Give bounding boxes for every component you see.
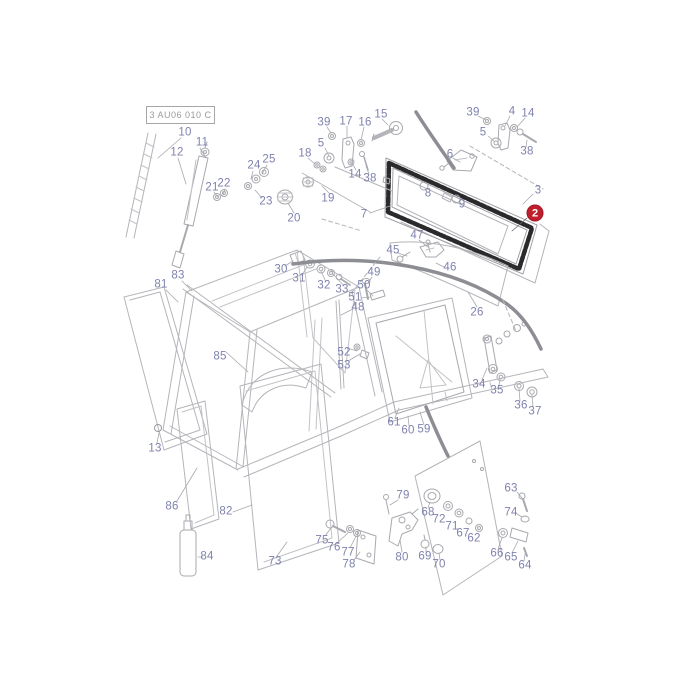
reference-code-box: 3 AU06 010 C (146, 106, 215, 124)
part-label-38: 38 (520, 145, 534, 158)
part-label-35: 35 (490, 384, 504, 397)
left-hinge-cluster (276, 121, 403, 205)
part-label-61: 61 (387, 416, 401, 429)
part-label-51: 51 (348, 291, 362, 304)
part-label-5: 5 (317, 137, 325, 150)
part-label-21: 21 (205, 181, 219, 194)
part-label-24: 24 (247, 159, 261, 172)
part-label-76: 76 (327, 541, 341, 554)
part-label-18: 18 (298, 147, 312, 160)
part-label-59: 59 (417, 423, 431, 436)
part-label-85: 85 (213, 350, 227, 363)
leader-lines (156, 115, 534, 562)
part-label-23: 23 (259, 195, 273, 208)
part-label-38: 38 (363, 172, 377, 185)
gas-strut-assembly (171, 141, 269, 269)
part-label-75: 75 (315, 534, 329, 547)
window-channel-strip (125, 132, 157, 239)
part-label-72: 72 (432, 513, 446, 526)
part-label-8: 8 (424, 187, 432, 200)
part-label-17: 17 (339, 115, 353, 128)
part-label-64: 64 (518, 559, 532, 572)
part-label-70: 70 (432, 558, 446, 571)
part-label-79: 79 (396, 489, 410, 502)
part-label-7: 7 (360, 208, 368, 221)
part-label-71: 71 (445, 520, 459, 533)
part-label-82: 82 (219, 505, 233, 518)
part-label-68: 68 (421, 506, 435, 519)
cab-frame (162, 249, 549, 478)
bottom-panel (414, 440, 530, 596)
part-label-26: 26 (470, 306, 484, 319)
part-label-66: 66 (490, 547, 504, 560)
part-label-30: 30 (274, 263, 288, 276)
part-label-32: 32 (317, 279, 331, 292)
part-label-37: 37 (528, 405, 542, 418)
part-label-16: 16 (358, 116, 372, 129)
deflector-panel (389, 241, 509, 307)
part-label-39: 39 (466, 106, 480, 119)
part-label-12: 12 (170, 146, 184, 159)
part-label-69: 69 (418, 550, 432, 563)
part-label-20: 20 (287, 212, 301, 225)
part-label-13: 13 (148, 442, 162, 455)
part-label-81: 81 (154, 278, 168, 291)
part-label-9: 9 (458, 198, 466, 211)
part-label-60: 60 (401, 424, 415, 437)
door-hinge-hardware (325, 494, 419, 565)
part-label-50: 50 (357, 279, 371, 292)
part-label-34: 34 (472, 378, 486, 391)
windshield-glass (123, 284, 336, 451)
part-label-36: 36 (514, 399, 528, 412)
part-label-77: 77 (341, 546, 355, 559)
part-label-47: 47 (410, 229, 424, 242)
part-label-80: 80 (395, 551, 409, 564)
door-panels (154, 363, 340, 577)
part-label-83: 83 (171, 269, 185, 282)
prop-hardware (335, 278, 386, 390)
part-label-25: 25 (262, 153, 276, 166)
part-label-10: 10 (178, 126, 192, 139)
part-label-53: 53 (337, 359, 351, 372)
part-label-6: 6 (446, 148, 454, 161)
part-label-45: 45 (386, 244, 400, 257)
part-label-3: 3 (534, 184, 542, 197)
part-label-86: 86 (165, 500, 179, 513)
part-label-15: 15 (374, 108, 388, 121)
part-label-39: 39 (317, 116, 331, 129)
rear-window-assembly (382, 157, 550, 284)
part-label-11: 11 (195, 136, 209, 149)
part-label-14: 14 (348, 168, 362, 181)
right-hinge-cluster (439, 117, 537, 172)
part-label-63: 63 (504, 482, 518, 495)
part-label-46: 46 (443, 261, 457, 274)
part-label-67: 67 (456, 527, 470, 540)
part-label-48: 48 (351, 301, 365, 314)
latch-bracket (396, 239, 445, 263)
part-label-4: 4 (508, 105, 516, 118)
part-label-33: 33 (335, 283, 349, 296)
highlighted-part-badge[interactable]: 2 (526, 204, 544, 222)
part-label-65: 65 (504, 551, 518, 564)
lower-window (367, 297, 473, 423)
part-label-73: 73 (268, 555, 282, 568)
part-label-14: 14 (521, 107, 535, 120)
part-label-22: 22 (217, 177, 231, 190)
part-label-78: 78 (342, 558, 356, 571)
part-label-84: 84 (200, 550, 214, 563)
part-label-74: 74 (504, 506, 518, 519)
part-label-31: 31 (292, 272, 306, 285)
part-label-62: 62 (467, 532, 481, 545)
part-label-5: 5 (479, 126, 487, 139)
motion-swooshes (291, 110, 543, 458)
part-label-52: 52 (337, 346, 351, 359)
axis-lines (301, 145, 544, 332)
part-label-49: 49 (367, 266, 381, 279)
part-label-19: 19 (321, 192, 335, 205)
